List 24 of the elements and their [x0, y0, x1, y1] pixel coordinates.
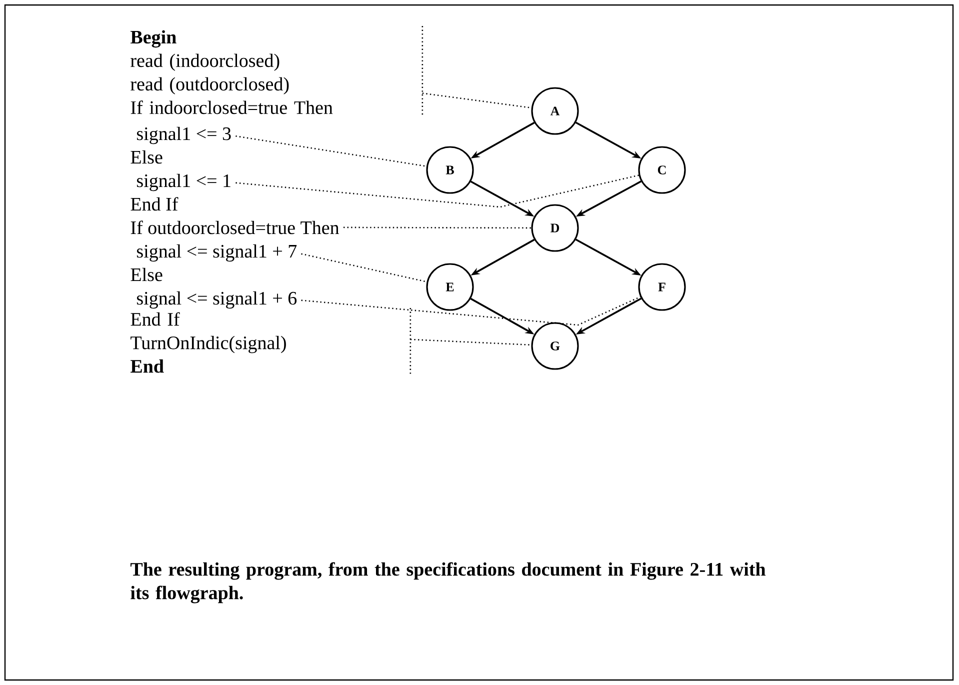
code-block: End If TurnOnIndic(signal) End — [130, 308, 412, 375]
code-line: Else — [130, 150, 162, 164]
leader-line — [344, 226, 532, 229]
flowgraph-node: D — [531, 204, 579, 252]
flowgraph-node: G — [531, 322, 579, 370]
flowgraph-node: F — [638, 263, 686, 311]
code-line: signal1 <= 1 — [137, 174, 230, 192]
code-line: End If — [130, 197, 178, 211]
flowgraph-node: B — [426, 146, 474, 194]
leader-line — [410, 338, 532, 346]
leader-line — [422, 92, 532, 108]
code-line: signal1 <= 3 — [137, 126, 231, 144]
leader-line — [236, 174, 639, 208]
caption: The resulting program, from the specifications document in Figure 2-11 with its flowgraph. — [130, 562, 766, 604]
code-line: If outdoorclosed=true Then — [130, 220, 340, 234]
flowgraph-node: C — [638, 146, 686, 194]
code-line: Else — [130, 268, 162, 282]
code-line: signal <= signal1 + 7 — [137, 244, 297, 262]
leader-line — [236, 135, 427, 167]
code-line: signal <= signal1 + 6 — [137, 291, 297, 309]
flowgraph-node: A — [531, 87, 579, 135]
flowgraph-node: E — [426, 263, 474, 311]
leader-line — [301, 296, 641, 326]
leader-line — [301, 253, 427, 282]
